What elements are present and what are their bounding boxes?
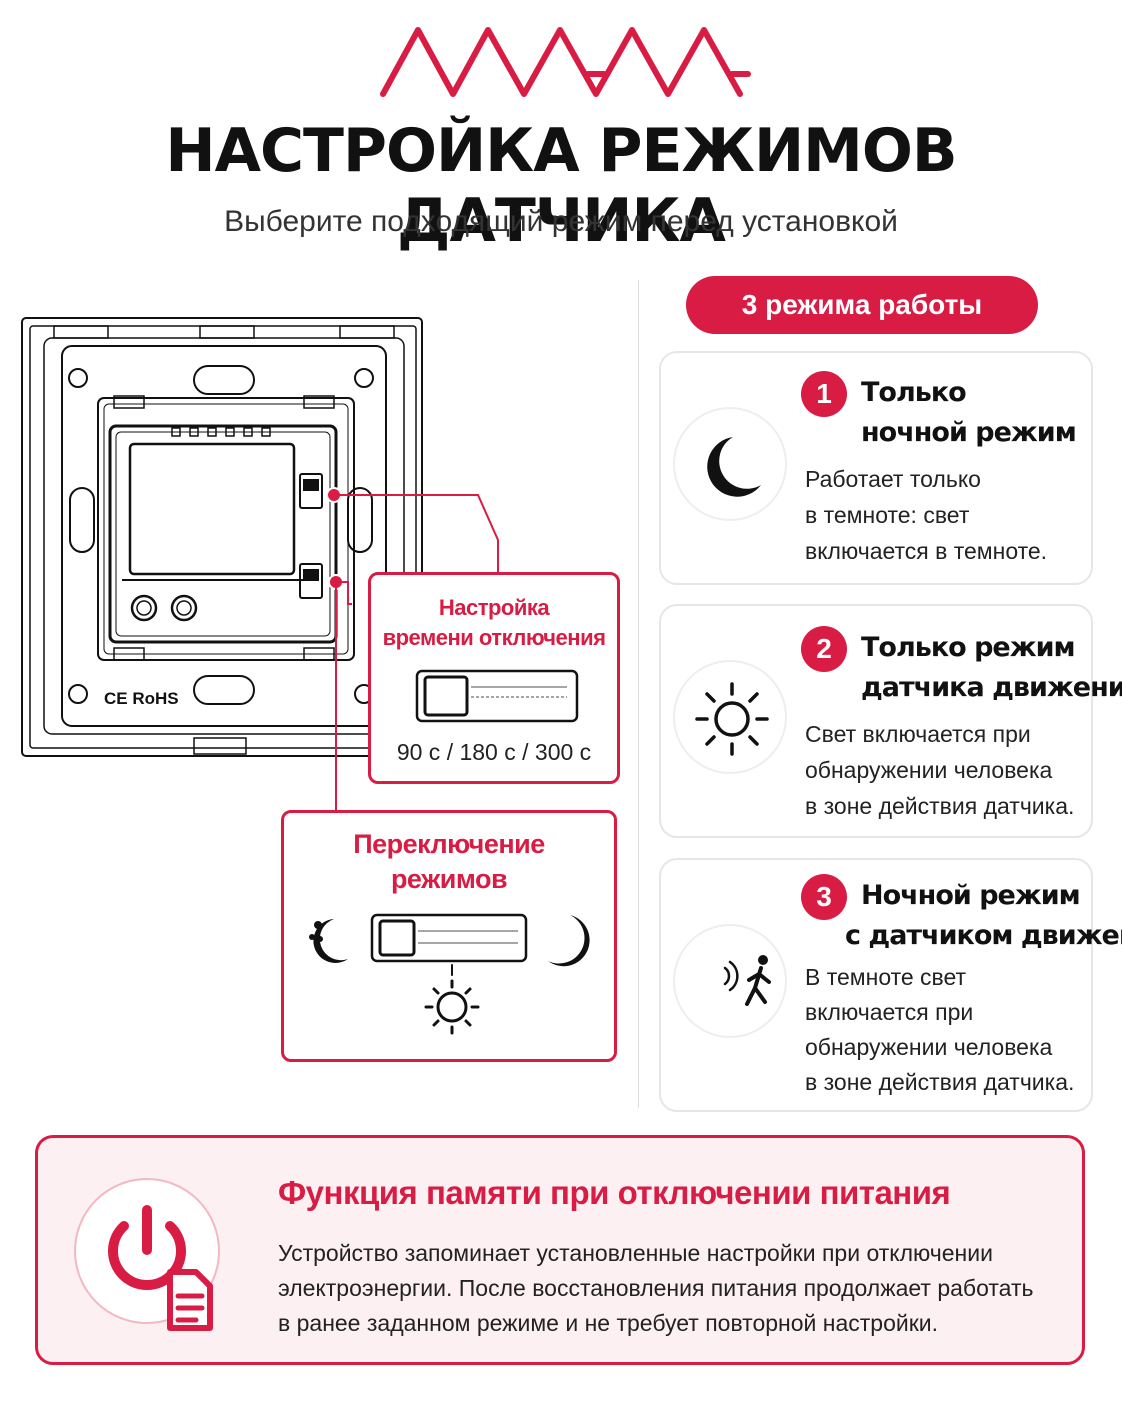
modes-count-badge: 3 режима работы	[686, 276, 1038, 334]
page-title: НАСТРОЙКА РЕЖИМОВ ДАТЧИКА	[165, 116, 957, 256]
timer-options: 90 с / 180 с / 300 с	[396, 739, 592, 765]
mode-card-motion: 2 Только режим датчика движения Свет вкл…	[659, 604, 1122, 838]
ce-rohs-marking: CE RoHS	[104, 689, 179, 708]
moon-stars-icon	[309, 919, 348, 963]
walking-person-icon	[745, 955, 771, 1006]
mode-callout-title-line1: Переключение	[353, 829, 545, 859]
moon-motion-icon	[700, 952, 771, 1013]
mode-card-night-motion: 3 Ночной режим с датчиком движения В тем…	[659, 858, 1122, 1112]
memory-function-title: Функция памяти при отключении питания	[278, 1174, 951, 1211]
mode-title-line1: Только режим	[861, 632, 1076, 663]
mode-title-line2: датчика движения	[861, 672, 1122, 703]
timer-callout-title-line1: Настройка	[438, 595, 550, 620]
memory-function-panel: Функция памяти при отключении питания Ус…	[35, 1135, 1085, 1365]
timer-slider-switch[interactable]	[371, 575, 623, 787]
moon-icon	[707, 437, 761, 497]
mode-number: 3	[801, 874, 847, 920]
mode-title-line2: с датчиком движения	[845, 920, 1122, 951]
mode-slider-switch[interactable]	[370, 913, 528, 963]
column-divider	[638, 280, 639, 1108]
mode-description: В темноте свет включается при обнаружени…	[805, 964, 1075, 1095]
power-document-icon	[74, 1178, 220, 1331]
mode-number: 1	[801, 371, 847, 417]
mvava-logo	[380, 27, 751, 97]
timer-setting-callout: Настройка времени отключения 90 с / 180 …	[368, 572, 620, 784]
page-subtitle: Выберите подходящий режим перед установк…	[224, 205, 898, 238]
mode-switch-callout: Переключение режимов	[281, 810, 617, 1062]
mode-title-line1: Только	[861, 377, 967, 408]
mode-card-night: 1 Только ночной режим Работает только в …	[659, 351, 1093, 585]
mode-title-line1: Ночной режим	[861, 880, 1081, 911]
mode-description: Свет включается при обнаружении человека…	[805, 721, 1075, 819]
mode-callout-title-line2: режимов	[390, 864, 508, 894]
moon-icon	[548, 915, 590, 967]
mode-title-line2: ночной режим	[861, 417, 1077, 448]
mode-number: 2	[801, 626, 847, 672]
timer-callout-title-line2: времени отключения	[382, 625, 606, 650]
memory-function-description: Устройство запоминает установленные наст…	[278, 1240, 1034, 1336]
sun-icon	[695, 682, 769, 756]
mode-description: Работает только в темноте: свет включает…	[805, 466, 1048, 564]
sun-icon	[424, 964, 480, 1035]
